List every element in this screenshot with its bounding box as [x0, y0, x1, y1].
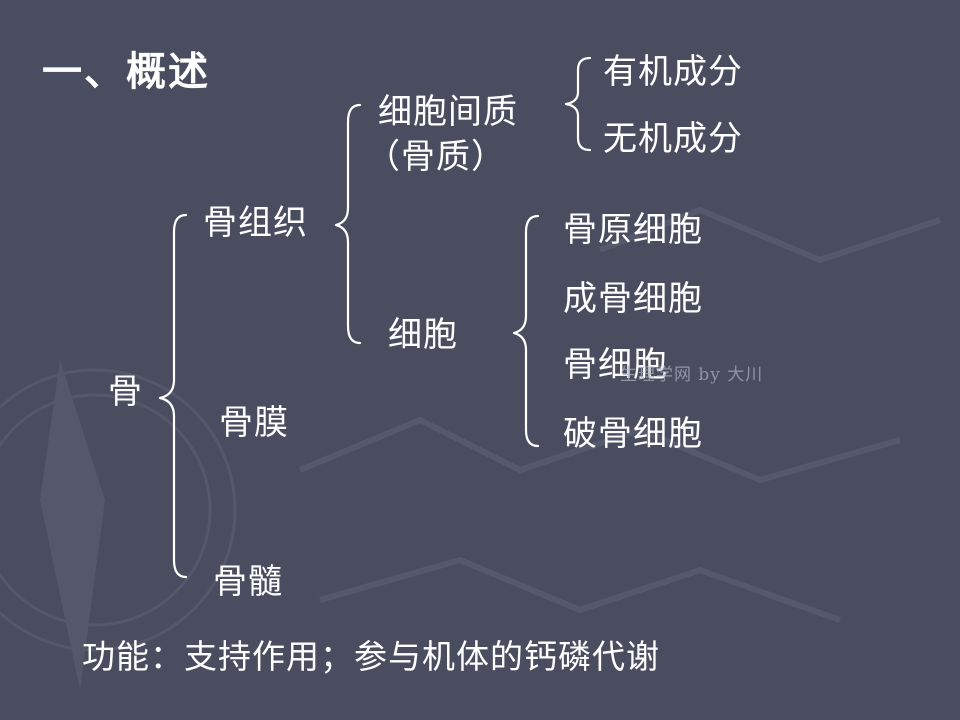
function-text: 功能：支持作用；参与机体的钙磷代谢	[82, 637, 660, 676]
marrow-label: 骨髓	[213, 562, 283, 602]
cell-type-osteoclast: 破骨细胞	[563, 414, 703, 454]
brace-matrix	[564, 56, 592, 152]
cell-type-osteoblast: 成骨细胞	[563, 279, 703, 319]
cells-label: 细胞	[388, 315, 458, 355]
cell-type-osteoprogenitor: 骨原细胞	[563, 210, 703, 250]
brace-cells	[512, 214, 540, 448]
matrix-component-inorganic: 无机成分	[603, 119, 743, 159]
root-bone-label: 骨	[108, 372, 143, 412]
bone-tissue-label: 骨组织	[203, 203, 308, 243]
matrix-component-organic: 有机成分	[603, 52, 743, 92]
periosteum-label: 骨膜	[219, 403, 289, 443]
matrix-subtitle-label: （骨质）	[366, 137, 506, 177]
brace-bone-tissue	[334, 103, 362, 345]
page-title: 一、概述	[42, 49, 210, 95]
brace-bone	[158, 213, 188, 579]
watermark: 生理学网 by 大川	[620, 365, 764, 385]
cell-type-osteocyte: 骨细胞	[563, 345, 668, 385]
matrix-label: 细胞间质	[378, 92, 518, 132]
